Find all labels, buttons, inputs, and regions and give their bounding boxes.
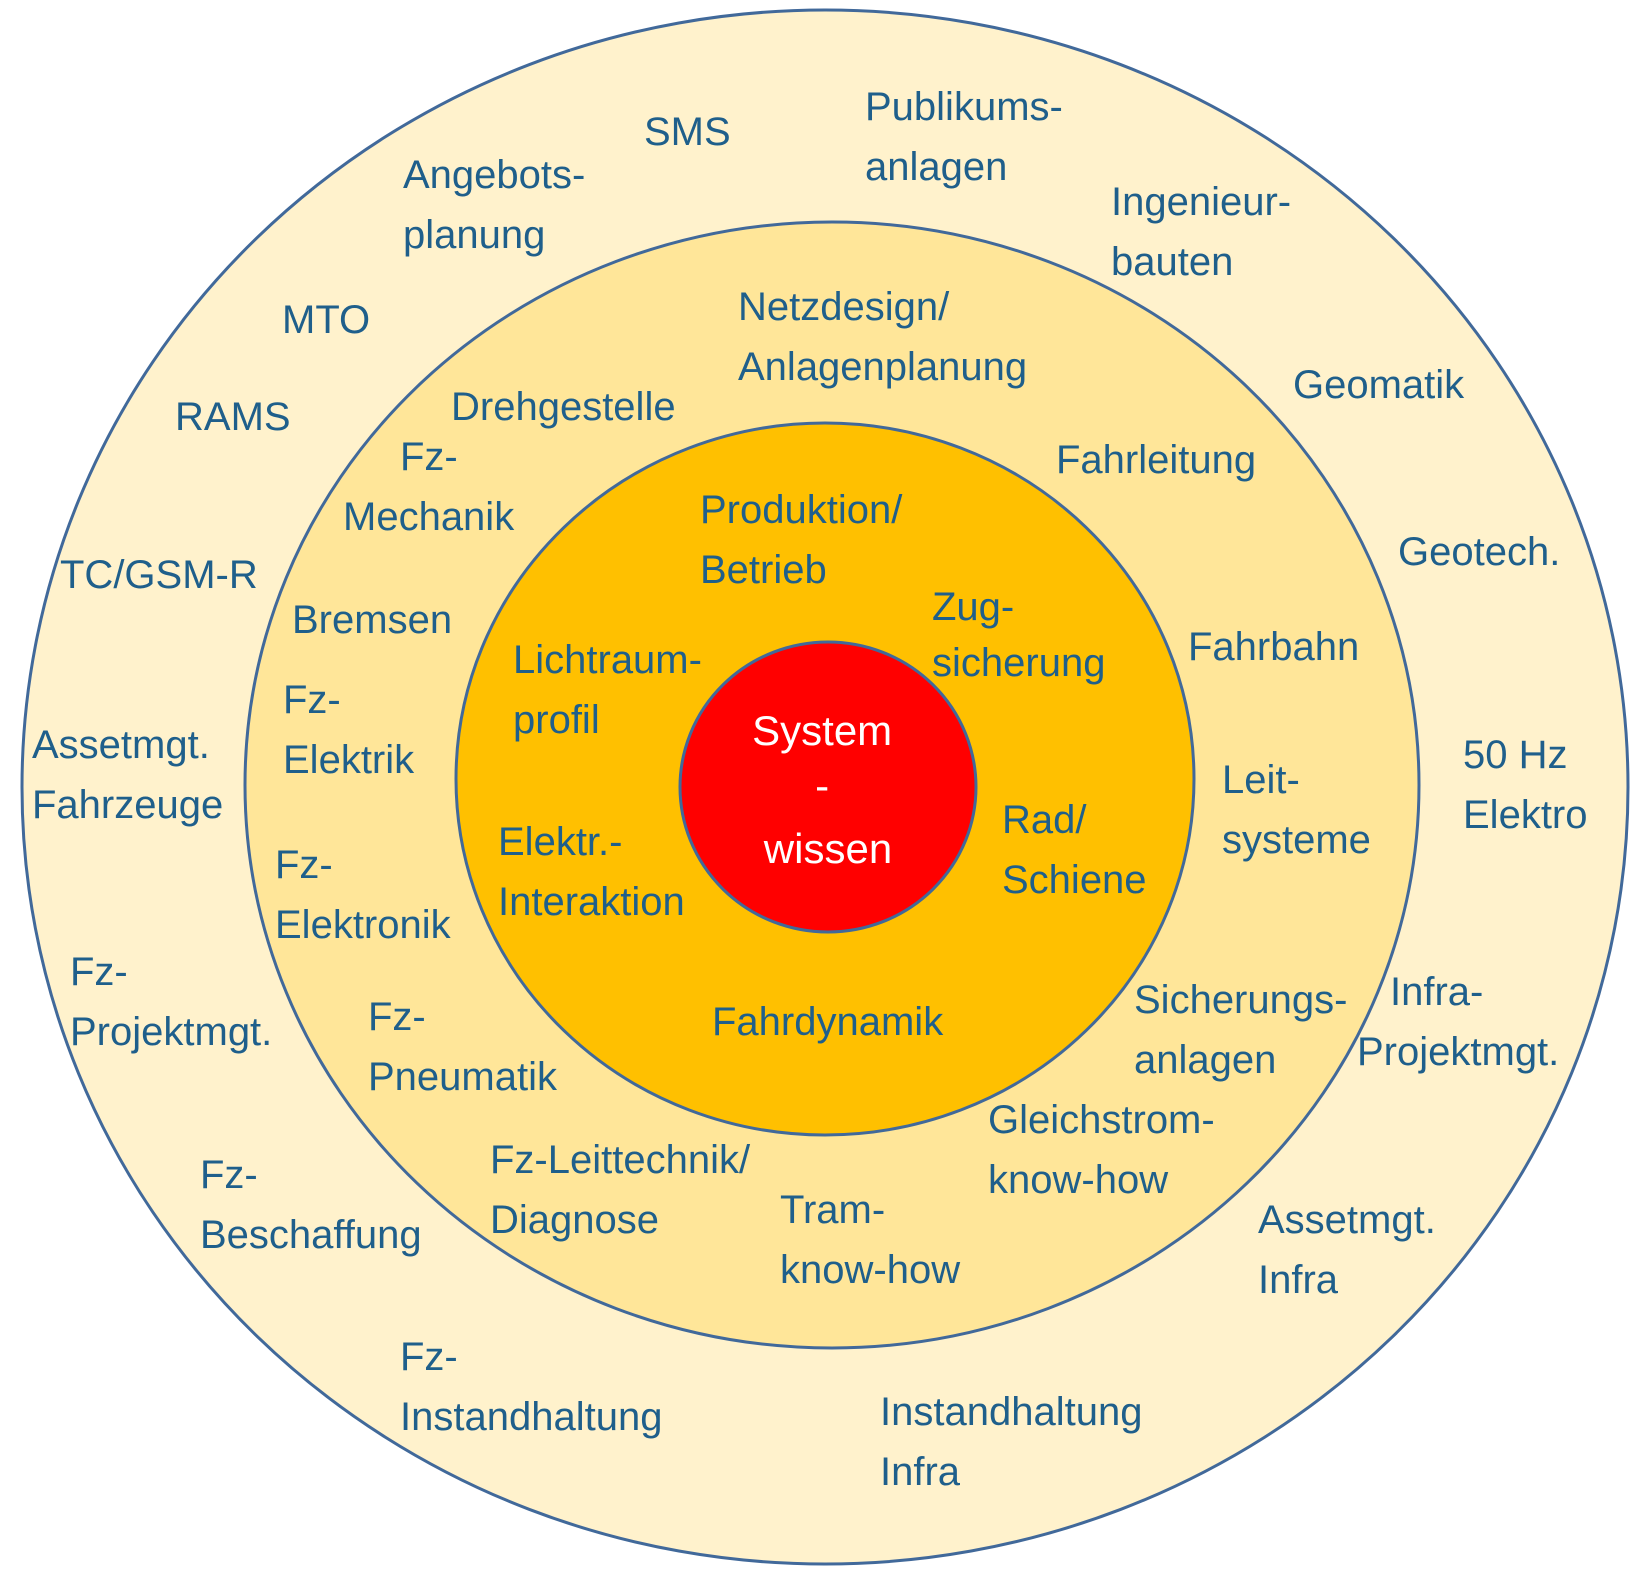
label-mto: MTO — [282, 298, 370, 342]
label-produktion-betrieb: Produktion/ Betrieb — [700, 488, 913, 592]
label-publikumsanlagen: Publikums- anlagen — [865, 85, 1074, 189]
label-line: Elektro — [1463, 793, 1588, 837]
label-line: Mechanik — [343, 495, 515, 539]
label-line: Infra- — [1390, 970, 1483, 1014]
label-line: Instandhaltung — [400, 1395, 662, 1439]
label-line: systeme — [1222, 818, 1371, 862]
label-line: Assetmgt. — [32, 723, 210, 767]
label-line: Betrieb — [700, 548, 827, 592]
label-assetmgt-fahrzeuge: Assetmgt. Fahrzeuge — [32, 723, 223, 827]
label-leitsysteme: Leit- systeme — [1222, 758, 1371, 862]
label-line: Fz-Leittechnik/ — [490, 1138, 751, 1182]
label-line: Fahrzeuge — [32, 783, 223, 827]
label-line: Fz- — [400, 1335, 458, 1379]
label-fz-elektrik: Fz- Elektrik — [283, 678, 415, 782]
label-fz-mechanik: Fz- Mechanik — [343, 435, 515, 539]
label-fz-elektronik: Fz- Elektronik — [275, 843, 452, 947]
label-line: Leit- — [1222, 758, 1300, 802]
label-line: Fz- — [283, 678, 341, 722]
label-line: bauten — [1111, 240, 1233, 284]
label-line: Schiene — [1002, 858, 1147, 902]
label-bremsen: Bremsen — [292, 598, 452, 642]
label-rams: RAMS — [175, 395, 291, 439]
label-line: Zug- — [932, 585, 1014, 629]
label-line: Fz- — [200, 1153, 258, 1197]
label-fz-instandhaltung: Fz- Instandhaltung — [400, 1335, 662, 1439]
label-line: Gleichstrom- — [988, 1098, 1215, 1142]
label-infra-projektmgt: Infra- Projektmgt. — [1357, 970, 1559, 1074]
label-line: Elektr.- — [498, 820, 622, 864]
label-line: know-how — [780, 1248, 960, 1292]
label-line: Elektrik — [283, 738, 415, 782]
label-line: Fz- — [368, 995, 426, 1039]
center-line-3: wissen — [763, 825, 892, 872]
label-angebotsplanung: Angebots- planung — [403, 153, 596, 257]
label-line: Rad/ — [1002, 798, 1087, 842]
label-line: anlagen — [865, 145, 1007, 189]
label-line: planung — [403, 213, 545, 257]
label-line: Produktion/ — [700, 488, 903, 532]
label-geotech: Geotech. — [1398, 530, 1560, 574]
label-drehgestelle: Drehgestelle — [451, 385, 676, 429]
label-zugsicherung: Zug- sicherung — [932, 585, 1105, 685]
label-line: Fz- — [400, 435, 458, 479]
label-line: Tram- — [780, 1188, 885, 1232]
label-fz-pneumatik: Fz- Pneumatik — [368, 995, 558, 1099]
label-line: anlagen — [1134, 1038, 1276, 1082]
label-line: 50 Hz — [1463, 733, 1568, 777]
label-line: Netzdesign/ — [738, 285, 950, 329]
label-rad-schiene: Rad/ Schiene — [1002, 798, 1147, 902]
label-lichtraumprofil: Lichtraum- profil — [513, 638, 713, 742]
label-assetmgt-infra: Assetmgt. Infra — [1258, 1198, 1447, 1302]
label-line: Projektmgt. — [70, 1010, 272, 1054]
center-label: System - wissen — [752, 707, 904, 872]
label-ingenieurbauten: Ingenieur- bauten — [1111, 180, 1302, 284]
label-tc-gsmr: TC/GSM-R — [60, 553, 258, 597]
label-line: Instandhaltung — [880, 1390, 1142, 1434]
label-line: Infra — [880, 1450, 961, 1494]
label-tram: Tram- know-how — [780, 1188, 960, 1292]
label-netzdesign: Netzdesign/ Anlagenplanung — [738, 285, 1027, 389]
label-fz-beschaffung: Fz- Beschaffung — [200, 1153, 422, 1257]
label-line: sicherung — [932, 641, 1105, 685]
label-line: Projektmgt. — [1357, 1030, 1559, 1074]
label-line: Diagnose — [490, 1198, 659, 1242]
label-sms: SMS — [644, 110, 731, 154]
label-line: Assetmgt. — [1258, 1198, 1436, 1242]
label-geomatik: Geomatik — [1293, 363, 1465, 407]
label-line: Fz- — [275, 843, 333, 887]
label-line: Sicherungs- — [1134, 978, 1347, 1022]
label-sicherungsanlagen: Sicherungs- anlagen — [1134, 978, 1359, 1082]
label-fahrdynamik: Fahrdynamik — [712, 1000, 944, 1044]
label-fz-projektmgt: Fz- Projektmgt. — [70, 950, 272, 1054]
label-line: Publikums- — [865, 85, 1063, 129]
center-line-2: - — [815, 762, 829, 809]
label-line: Interaktion — [498, 880, 685, 924]
label-gleichstrom: Gleichstrom- know-how — [988, 1098, 1226, 1202]
label-fahrleitung: Fahrleitung — [1056, 438, 1256, 482]
label-line: know-how — [988, 1158, 1168, 1202]
center-line-1: System — [752, 707, 892, 754]
label-fahrbahn: Fahrbahn — [1188, 625, 1359, 669]
label-elektr-interaktion: Elektr.- Interaktion — [498, 820, 685, 924]
label-instandhaltung-infra: Instandhaltung Infra — [880, 1390, 1154, 1494]
label-line: Beschaffung — [200, 1213, 422, 1257]
core-circle — [678, 640, 978, 934]
label-line: Elektronik — [275, 903, 452, 947]
label-line: Angebots- — [403, 153, 585, 197]
label-line: Ingenieur- — [1111, 180, 1291, 224]
label-line: Lichtraum- — [513, 638, 702, 682]
label-line: Pneumatik — [368, 1055, 558, 1099]
label-line: profil — [513, 698, 600, 742]
label-50hz-elektro: 50 Hz Elektro — [1463, 733, 1588, 837]
label-line: Anlagenplanung — [738, 345, 1027, 389]
label-fz-leittechnik: Fz-Leittechnik/ Diagnose — [490, 1138, 761, 1242]
label-line: Infra — [1258, 1258, 1339, 1302]
label-line: Fz- — [70, 950, 128, 994]
